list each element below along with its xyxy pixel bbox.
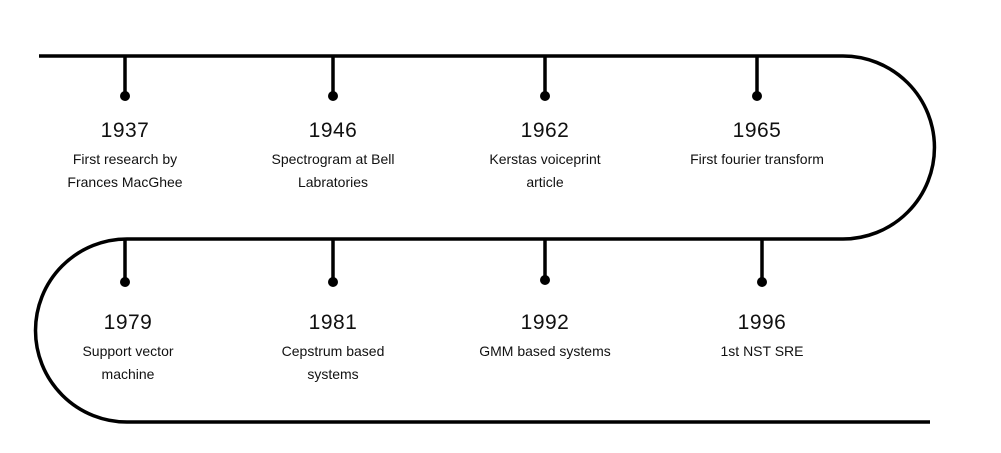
- event-year: 1962: [520, 119, 570, 142]
- event-description: Cepstrum based systems: [281, 343, 385, 382]
- event-year: 1979: [103, 311, 153, 334]
- timeline-marker-1981: [328, 239, 338, 287]
- timeline-marker-1962: [540, 56, 550, 101]
- event-year: 1981: [308, 311, 358, 334]
- timeline-marker-1996: [757, 239, 767, 287]
- timeline-event-1992: 1992 GMM based systems: [450, 310, 640, 363]
- timeline-marker-1946: [328, 56, 338, 101]
- timeline-path: [33, 54, 937, 424]
- event-year: 1946: [308, 119, 358, 142]
- timeline-marker-1937: [120, 56, 130, 101]
- event-year: 1992: [520, 311, 570, 334]
- timeline-event-1946: 1946 Spectrogram at Bell Labratories: [238, 118, 428, 194]
- event-description: First fourier transform: [690, 151, 824, 167]
- event-description: Spectrogram at Bell Labratories: [271, 151, 395, 190]
- timeline-event-1981: 1981 Cepstrum based systems: [238, 310, 428, 386]
- event-year: 1965: [732, 119, 782, 142]
- timeline-marker-1965: [752, 56, 762, 101]
- timeline-event-1937: 1937 First research by Frances MacGhee: [30, 118, 220, 194]
- event-description: Kerstas voiceprint article: [489, 151, 601, 190]
- timeline-event-1996: 1996 1st NST SRE: [667, 310, 857, 363]
- event-description: GMM based systems: [479, 343, 611, 359]
- event-year: 1937: [100, 119, 150, 142]
- event-description: 1st NST SRE: [720, 343, 804, 359]
- timeline-event-1962: 1962 Kerstas voiceprint article: [450, 118, 640, 194]
- timeline-event-1965: 1965 First fourier transform: [662, 118, 852, 171]
- event-description: First research by Frances MacGhee: [67, 151, 183, 190]
- event-description: Support vector machine: [82, 343, 174, 382]
- timeline-marker-1979: [120, 239, 130, 287]
- event-year: 1996: [737, 311, 787, 334]
- timeline-marker-1992: [540, 239, 550, 285]
- timeline-event-1979: 1979 Support vector machine: [33, 310, 223, 386]
